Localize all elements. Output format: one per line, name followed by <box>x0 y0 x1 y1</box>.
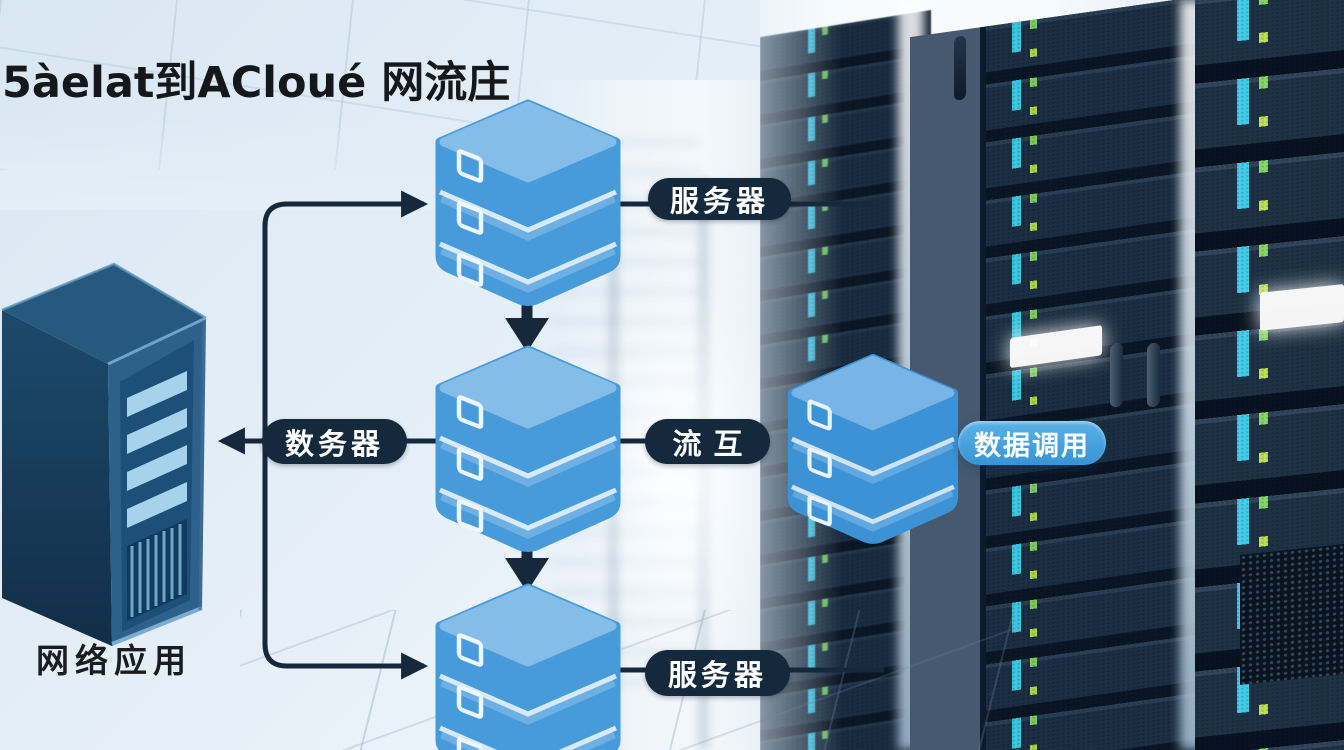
down-arrow-icon <box>505 318 549 352</box>
tower-vent-lines <box>130 524 182 617</box>
page-title: 5àelat到ACloué 网流庄 <box>2 58 511 108</box>
floor-tiles <box>240 610 1020 750</box>
database-stack-icon-top <box>440 104 616 302</box>
arrow-left-to-bottom-db <box>262 440 429 680</box>
label-pill-data-call: 数据调用 <box>958 421 1106 465</box>
database-stack-icon-right <box>792 358 954 540</box>
label-pill-flow: 流互 <box>645 419 770 464</box>
label-pill-server-top: 服务器 <box>648 178 791 220</box>
database-stack-icon-bottom <box>440 588 616 750</box>
database-stack-icon-middle <box>440 350 616 548</box>
tower-drive-slots <box>127 371 187 528</box>
down-arrow-icon <box>505 558 549 592</box>
web-app-label: 网络应用 <box>36 641 192 680</box>
server-tower-icon <box>1 262 207 646</box>
label-pill-db-server: 数务器 <box>262 419 407 464</box>
arrow-left-to-top-db <box>262 190 429 440</box>
label-pill-server-bottom: 服务器 <box>645 650 790 696</box>
